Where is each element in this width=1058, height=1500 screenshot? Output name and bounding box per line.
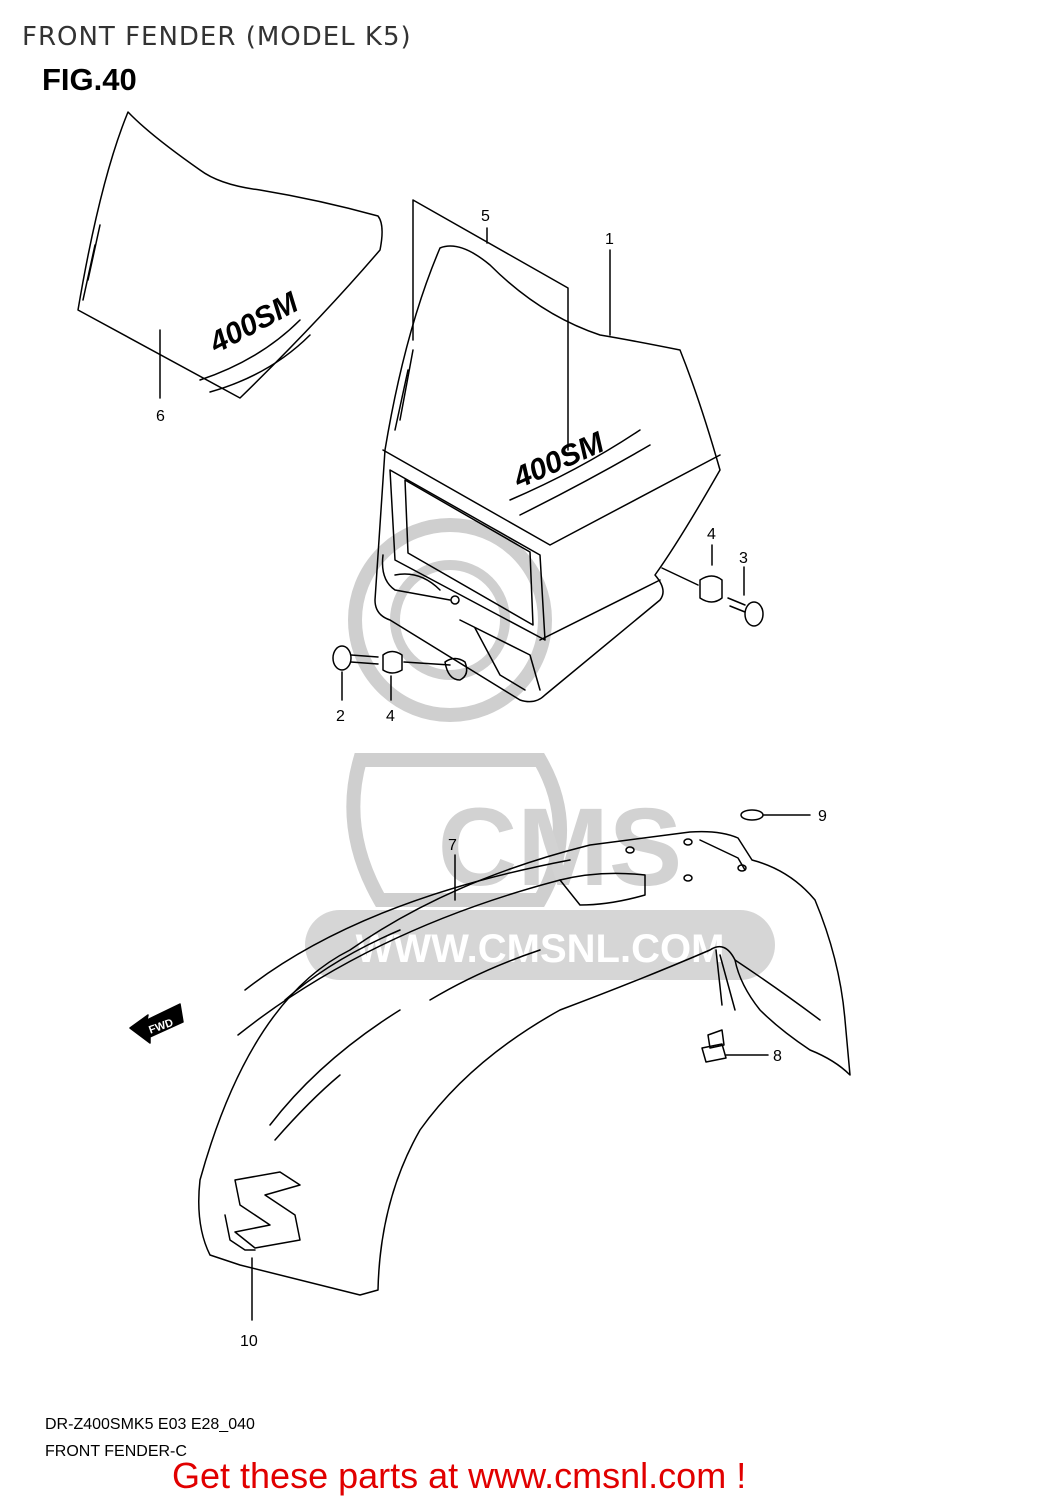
callout-9-label: 9 bbox=[818, 808, 827, 825]
watermark-url-text: WWW.CMSNL.COM bbox=[356, 927, 725, 971]
model-code: DR-Z400SMK5 E03 E28_040 bbox=[45, 1416, 255, 1433]
callout-5: 5 bbox=[481, 208, 490, 225]
screw-part-3 bbox=[727, 566, 764, 627]
decal-part-6: 400SM bbox=[77, 111, 383, 399]
collar-part-4-left bbox=[382, 650, 451, 701]
leader-5 bbox=[412, 199, 569, 451]
callout-8: 8 bbox=[773, 1048, 782, 1065]
callout-4-left: 4 bbox=[386, 708, 395, 725]
figure-label: FIG.40 bbox=[42, 62, 137, 97]
washer-part-9 bbox=[740, 809, 811, 821]
callout-7: 7 bbox=[448, 837, 457, 854]
forward-arrow: FWD bbox=[129, 1003, 184, 1044]
front-fender-part-7 bbox=[198, 830, 851, 1321]
callout-10: 10 bbox=[240, 1333, 258, 1350]
callout-2: 2 bbox=[336, 708, 345, 725]
callout-1: 1 bbox=[605, 231, 614, 248]
collar-part-4-right bbox=[661, 544, 723, 603]
bolt-part-8 bbox=[701, 1029, 769, 1063]
callout-3: 3 bbox=[739, 550, 748, 567]
watermark: CMS WWW.CMSNL.COM bbox=[305, 518, 775, 980]
part-name: FRONT FENDER-C bbox=[45, 1443, 187, 1460]
callout-4-right: 4 bbox=[707, 526, 716, 543]
callout-6: 6 bbox=[156, 408, 165, 425]
emblem-part-10 bbox=[224, 1171, 301, 1321]
decal-1-text: 400SM bbox=[508, 426, 610, 496]
watermark-logo-text: CMS bbox=[438, 786, 682, 909]
screw-part-2 bbox=[332, 645, 379, 701]
cmsnl-link[interactable]: Get these parts at www.cmsnl.com ! bbox=[172, 1455, 747, 1496]
page-title: FRONT FENDER (MODEL K5) bbox=[22, 22, 412, 52]
